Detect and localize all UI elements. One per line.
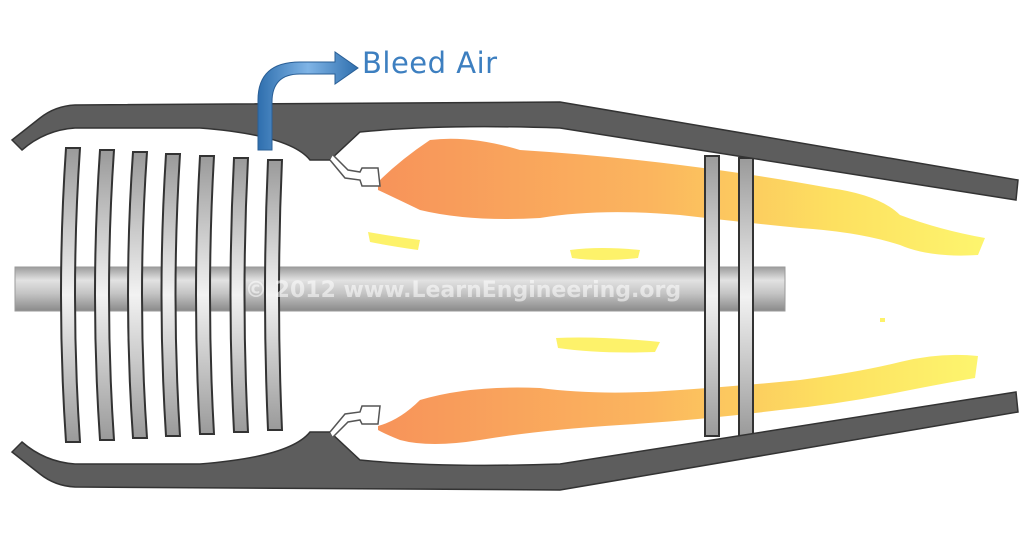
lower-flame [378,354,978,444]
bleed-air-arrow-icon [257,51,359,151]
turbine-disc [704,155,720,437]
flame-streak [368,232,420,250]
compressor-blade [60,147,82,443]
upper-fuel-nozzle [329,154,381,187]
compressor-blade [127,151,149,439]
shaft [14,266,786,312]
bleed-air-label: Bleed Air [362,46,498,80]
compressor-blade [94,149,116,441]
flame-speck [880,318,885,322]
compressor-blade [264,159,284,431]
turbine-disc [738,157,754,437]
flame-streak [556,337,660,353]
fuel-nozzles [329,154,381,438]
turbine-discs [704,155,754,437]
flame-streak [570,248,640,260]
lower-casing [10,391,1019,491]
compressor-blade [229,157,250,433]
lower-fuel-nozzle [329,405,381,438]
compressor-blade [195,155,216,435]
watermark-graphic: © 2012 www.LearnEngineering.org [245,278,681,303]
upper-flame [378,138,985,256]
combustion-flames [368,138,985,444]
compressor-blade [160,153,182,437]
compressor-blades [60,147,284,443]
